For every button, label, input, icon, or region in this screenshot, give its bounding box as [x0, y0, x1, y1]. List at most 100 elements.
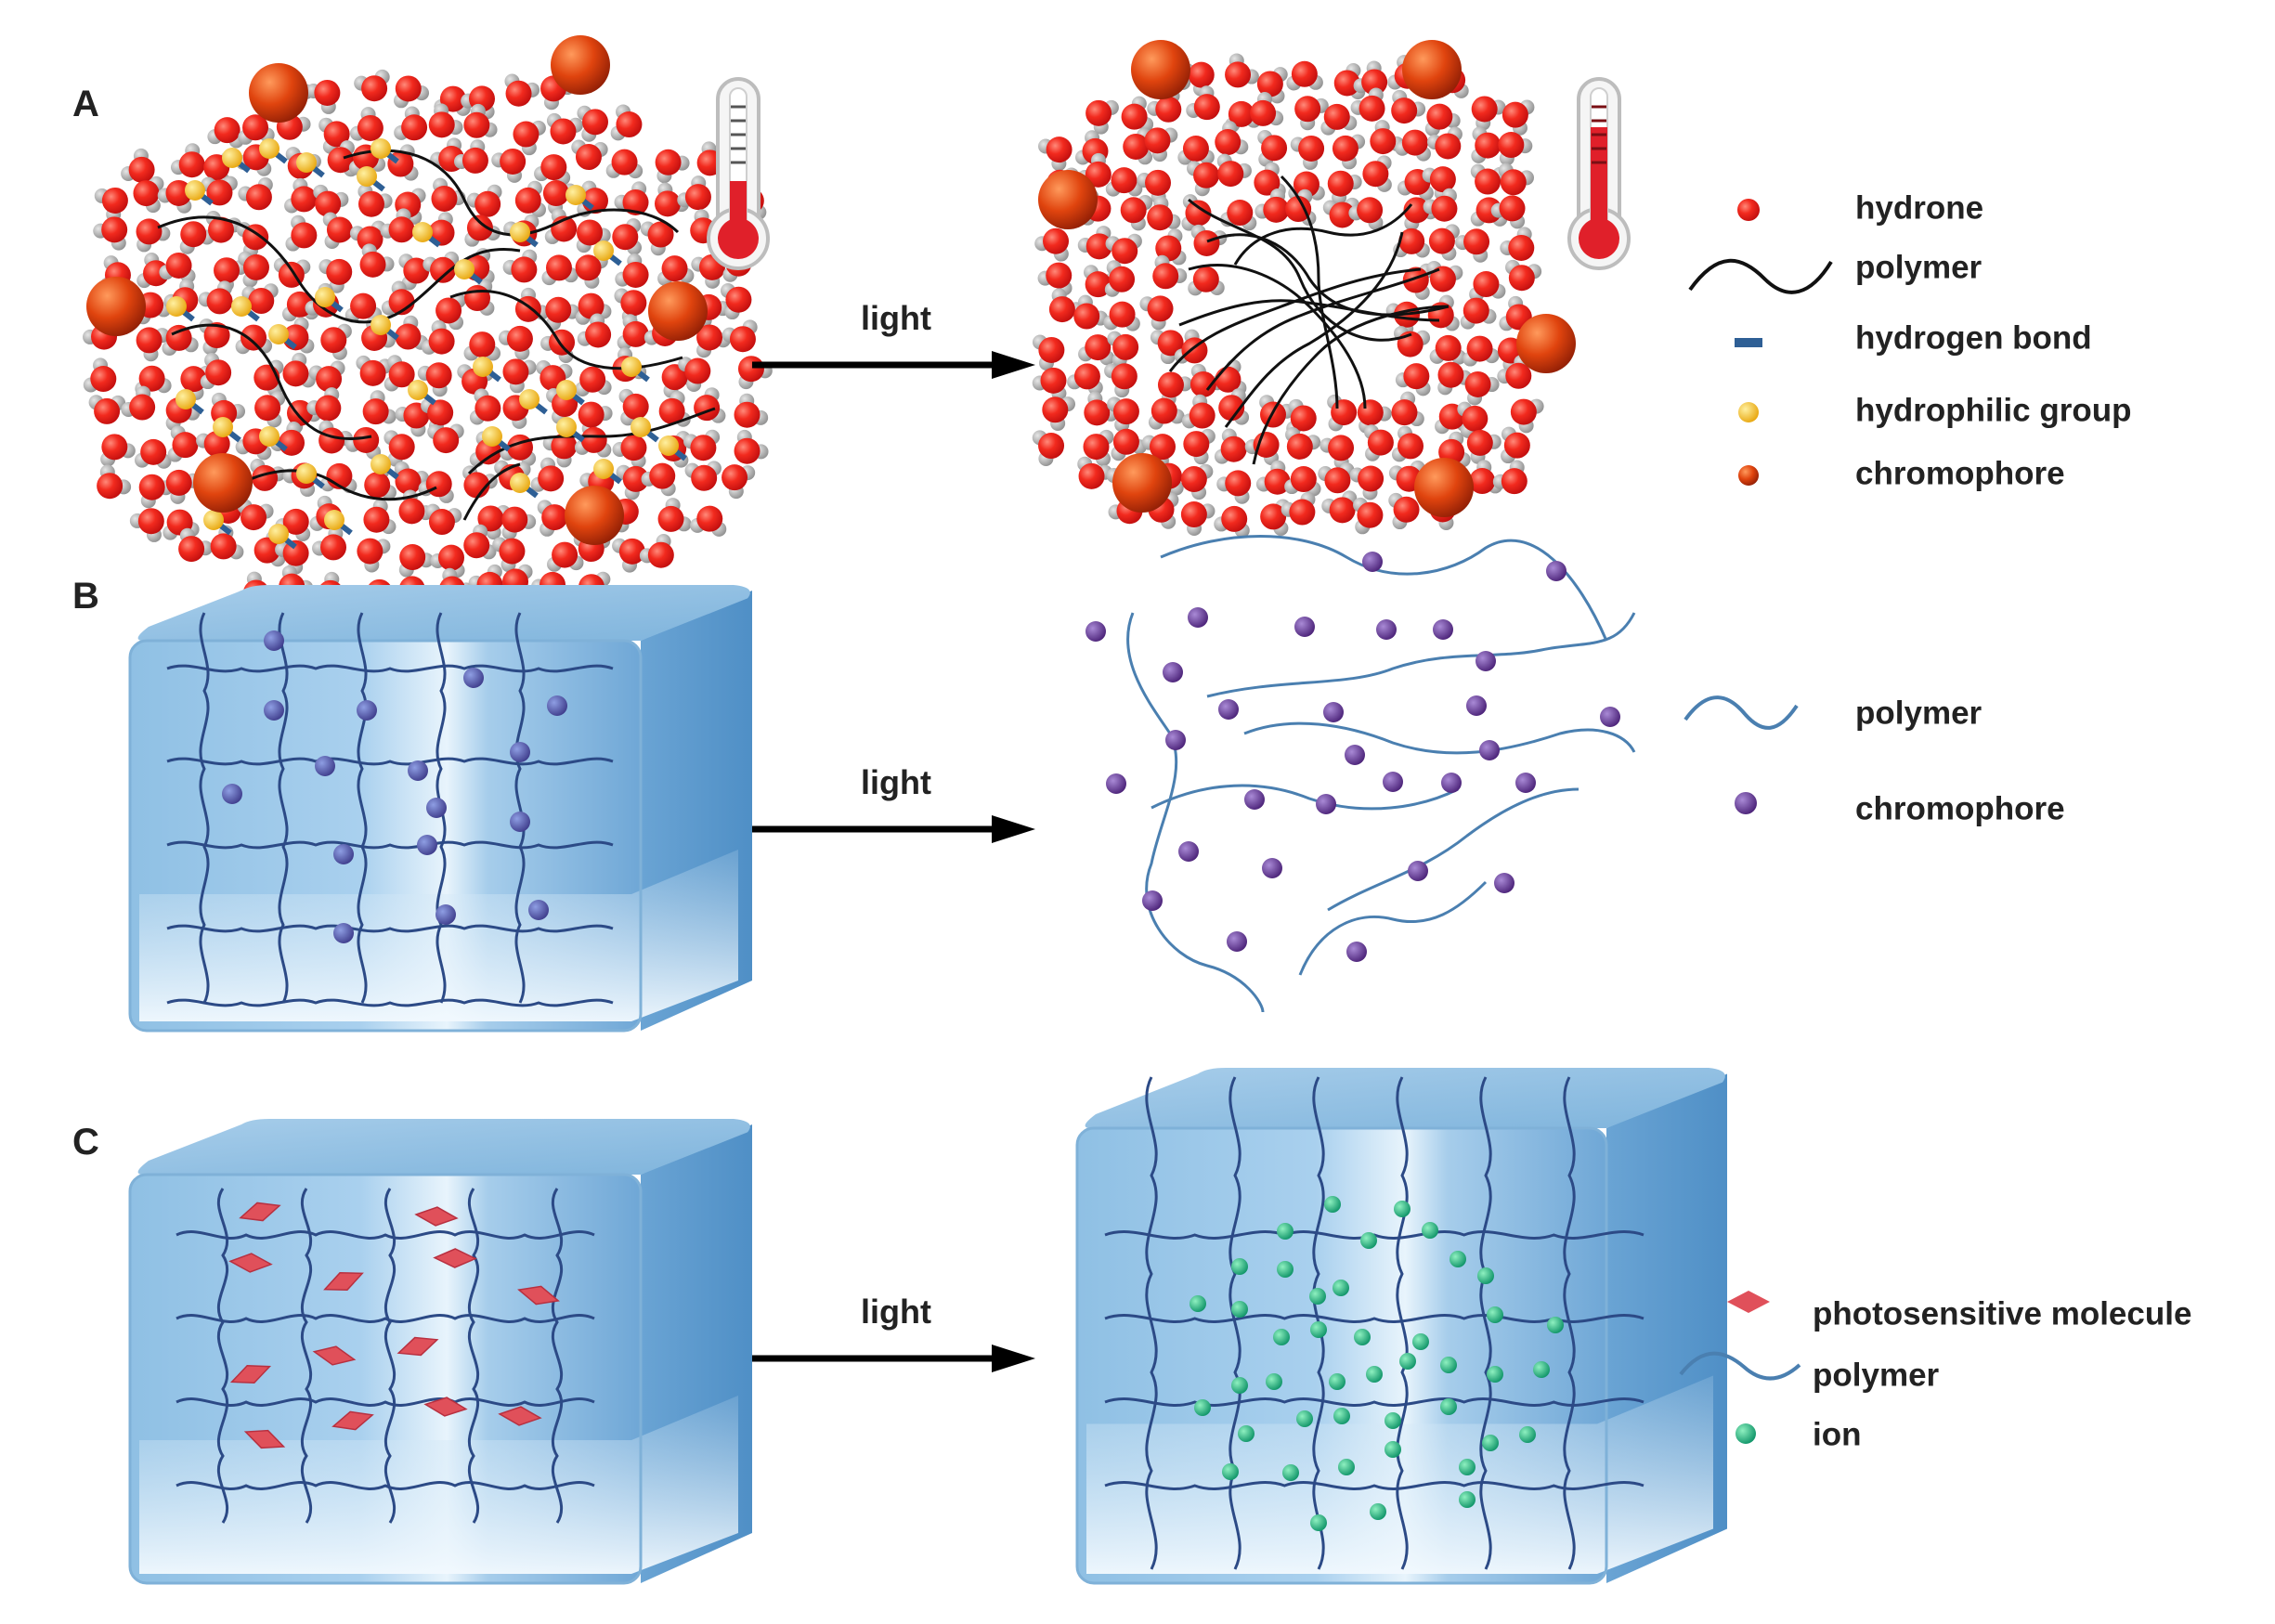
oxygen-atom	[242, 224, 269, 251]
oxygen-atom	[462, 147, 488, 174]
water-molecule	[1490, 195, 1526, 229]
oxygen-atom	[1437, 361, 1464, 388]
polymer-chain	[551, 1188, 564, 1524]
water-molecule	[492, 537, 526, 573]
water-molecule	[1286, 60, 1323, 91]
legend-a-polymer: polymer	[1855, 249, 1982, 285]
oxygen-atom	[654, 190, 681, 217]
oxygen-atom	[436, 297, 462, 324]
oxygen-atom	[1471, 96, 1498, 123]
oxygen-atom	[1261, 135, 1288, 162]
oxygen-atom	[425, 362, 452, 389]
water-molecule	[354, 69, 390, 102]
water-molecule	[1121, 96, 1154, 132]
oxygen-atom	[128, 156, 155, 183]
oxygen-atom	[314, 79, 341, 106]
water-molecule	[356, 355, 393, 386]
oxygen-atom	[136, 218, 162, 245]
water-molecule	[1147, 196, 1181, 231]
oxygen-atom	[463, 111, 490, 138]
oxygen-atom	[1327, 170, 1354, 197]
water-molecule	[1362, 155, 1392, 192]
ion	[1519, 1426, 1536, 1443]
oxygen-atom	[1147, 204, 1174, 231]
ion	[1266, 1373, 1282, 1390]
water-molecule	[615, 253, 649, 288]
water-molecule	[466, 184, 502, 217]
water-molecule	[1455, 228, 1490, 263]
water-molecule	[363, 499, 396, 535]
oxygen-atom	[1111, 167, 1138, 194]
legend-c-ion: ion	[1813, 1416, 1861, 1452]
water-molecule	[577, 313, 612, 348]
ion	[1487, 1366, 1503, 1383]
oxygen-atom	[282, 360, 309, 387]
water-molecule	[1427, 294, 1460, 331]
water-molecule	[1105, 233, 1142, 265]
oxygen-atom	[1462, 297, 1489, 324]
water-molecule	[1150, 330, 1184, 365]
ion	[1194, 1399, 1211, 1416]
chromophore	[1038, 170, 1098, 229]
ion	[1282, 1464, 1299, 1481]
polymer-chain	[1243, 721, 1636, 755]
water-molecule	[1144, 127, 1178, 162]
oxygen-atom	[1398, 433, 1424, 460]
chromophore	[357, 700, 377, 721]
water-molecule	[320, 323, 352, 360]
oxygen-atom	[1362, 161, 1389, 188]
chromophore	[426, 798, 447, 818]
oxygen-atom	[466, 214, 493, 241]
water-molecule	[463, 331, 501, 361]
oxygen-atom	[165, 252, 192, 279]
chromophore	[193, 453, 253, 513]
water-molecule	[237, 499, 274, 531]
oxygen-atom	[507, 434, 534, 461]
water-molecule	[136, 327, 170, 362]
oxygen-atom	[1083, 434, 1110, 461]
oxygen-atom	[545, 296, 572, 323]
water-molecule	[357, 538, 391, 573]
water-molecule	[129, 508, 164, 542]
oxygen-atom	[439, 85, 466, 112]
water-molecule	[1332, 134, 1366, 170]
oxygen-atom	[580, 426, 607, 453]
chromophore	[1218, 699, 1239, 720]
oxygen-atom	[1038, 433, 1065, 460]
gel-cube	[128, 1119, 752, 1585]
chromophore	[1086, 621, 1106, 642]
polymer-chain	[1188, 264, 1367, 409]
oxygen-atom	[1157, 371, 1184, 398]
water-molecule	[170, 143, 205, 178]
ion	[1459, 1459, 1476, 1475]
oxygen-atom	[1508, 234, 1535, 261]
polymer-chain	[199, 612, 210, 1004]
oxygen-atom	[254, 395, 281, 422]
polymer-chain	[1327, 787, 1580, 912]
water-molecule	[571, 139, 608, 171]
oxygen-atom	[97, 473, 124, 500]
oxygen-atom	[1112, 238, 1138, 265]
chromophore	[1163, 662, 1183, 682]
chromophore	[565, 486, 624, 545]
oxygen-atom	[734, 437, 760, 464]
ion	[1394, 1201, 1410, 1217]
hydrophilic-group	[370, 138, 391, 159]
water-molecule	[238, 114, 275, 145]
oxygen-atom	[1221, 505, 1248, 532]
hydrone-icon	[1737, 199, 1760, 221]
oxygen-atom	[178, 151, 205, 178]
polymer-chain	[166, 757, 614, 766]
oxygen-atom	[1401, 129, 1428, 156]
oxygen-atom	[611, 149, 638, 175]
oxygen-atom	[545, 254, 572, 281]
water-molecule	[575, 366, 612, 397]
water-molecule	[1120, 195, 1153, 231]
oxygen-atom	[1263, 196, 1290, 223]
chromophore	[264, 630, 284, 651]
chromophore	[1515, 773, 1536, 793]
oxygen-atom	[585, 321, 612, 348]
oxygen-atom	[326, 258, 353, 285]
photosensitive-molecule	[498, 1406, 542, 1426]
hydrophilic-group	[482, 426, 502, 447]
